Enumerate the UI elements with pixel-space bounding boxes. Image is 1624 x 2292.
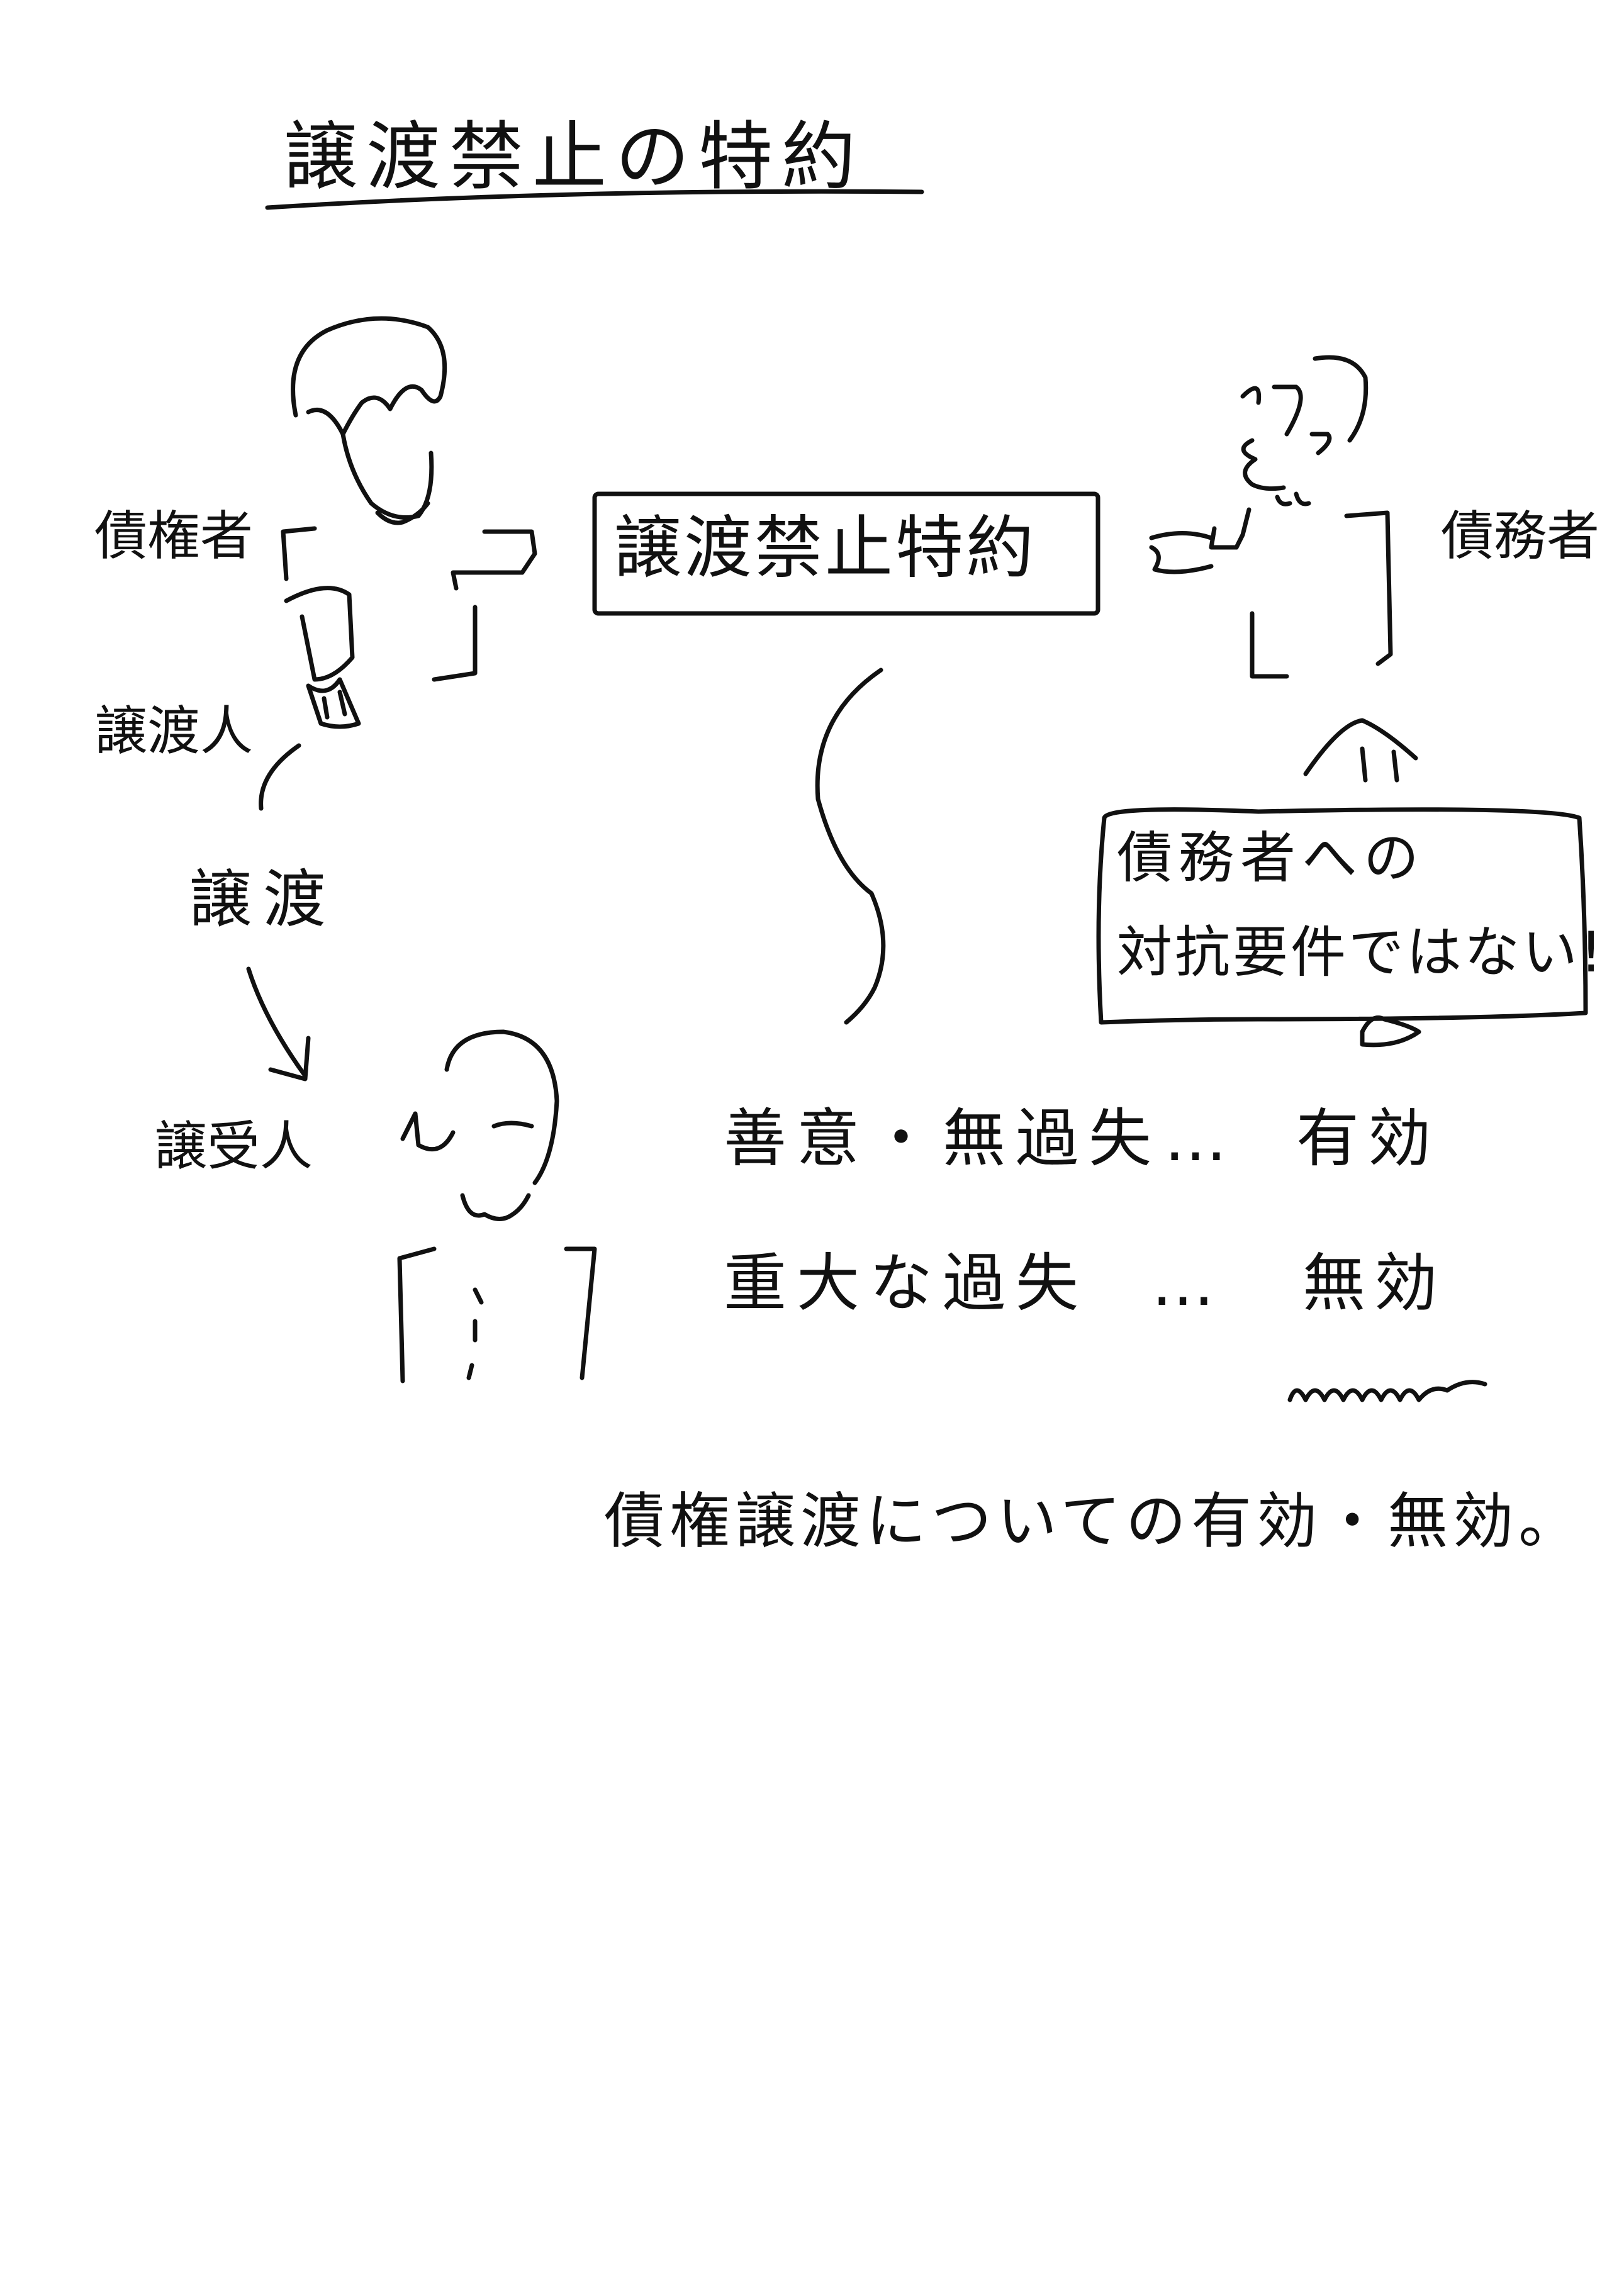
page-title: 譲渡禁止の特約	[283, 113, 865, 200]
outcome-result: 有効	[1296, 1102, 1440, 1175]
result-squiggle	[1287, 1380, 1487, 1402]
debtor-face	[1241, 438, 1286, 491]
summary-text: 債権譲渡についての有効・無効。	[604, 1486, 1584, 1557]
debtor-shoulder-left	[1209, 507, 1252, 550]
creditor-hand-fingers	[322, 690, 347, 720]
transfer-arrow-top	[259, 743, 301, 811]
creditor-torso-left	[281, 526, 317, 581]
title-underline	[265, 189, 924, 210]
outcome-ellipsis: …	[1151, 1246, 1214, 1320]
assignee-torso-right	[564, 1246, 597, 1380]
note-line-1: 債務者への	[1117, 825, 1426, 890]
label-creditor: 債権者	[94, 505, 254, 567]
transfer-arrow-curve	[246, 966, 308, 1078]
creditor-arm-left	[284, 586, 355, 682]
debtor-hand	[1149, 531, 1214, 574]
agreement-box	[592, 491, 1100, 616]
assignee-collar	[460, 1193, 531, 1221]
creditor-collar	[375, 501, 430, 525]
assignee-hair	[444, 1029, 559, 1185]
label-assignee: 譲受人	[154, 1115, 313, 1177]
creditor-torso-right	[451, 529, 537, 591]
agreement-box-label: 譲渡禁止特約	[613, 509, 1037, 588]
assignee-face	[400, 1111, 534, 1152]
creditor-face	[340, 432, 434, 520]
creditor-hand	[306, 677, 361, 729]
note-connector	[1303, 718, 1418, 783]
debtor-figure	[1149, 355, 1393, 679]
creditor-figure	[281, 316, 537, 729]
wavy-connector	[815, 668, 886, 1025]
debtor-hair	[1240, 355, 1369, 456]
debtor-torso-left	[1250, 611, 1289, 679]
outcome-result: 無効	[1302, 1246, 1446, 1320]
assignee-figure	[397, 1029, 597, 1384]
label-transfer: 譲渡	[189, 863, 337, 936]
transfer-arrow-head	[268, 1036, 311, 1082]
label-assignor: 譲渡人	[94, 700, 254, 762]
outcome-ellipsis: …	[1164, 1102, 1227, 1175]
creditor-hair	[291, 316, 447, 437]
debtor-torso-right	[1344, 510, 1393, 666]
debtor-mouth	[1275, 491, 1311, 506]
outcome-condition: 重大な過失	[724, 1246, 1089, 1320]
creditor-arm-right	[432, 605, 478, 682]
note-box-tail	[1360, 1015, 1421, 1048]
note-line-2: 対抗要件ではない!	[1117, 920, 1605, 985]
assignee-buttons	[466, 1287, 484, 1380]
note-box	[1096, 807, 1588, 1025]
assignee-torso-left	[397, 1246, 437, 1384]
label-debtor: 債務者	[1441, 505, 1600, 567]
outcome-condition: 善意・無過失	[724, 1102, 1162, 1175]
